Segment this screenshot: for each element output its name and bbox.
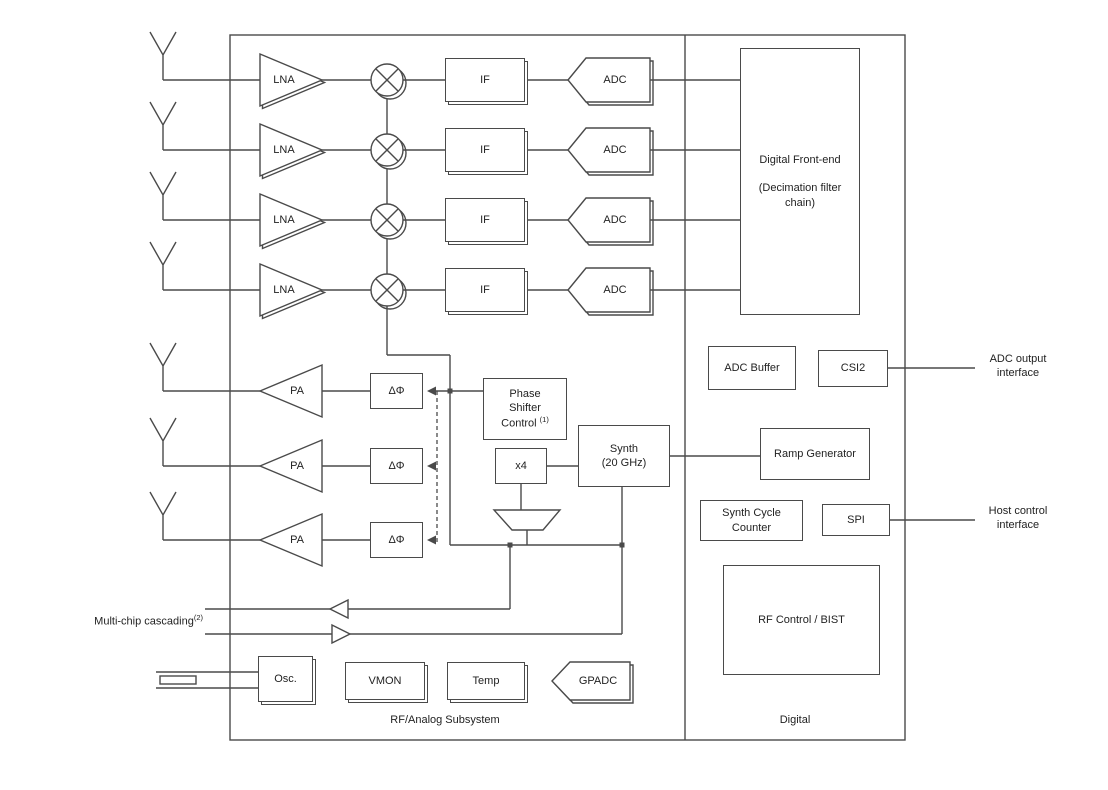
- crystal-icon: [156, 671, 258, 689]
- digital-front-end-text: Digital Front-end (Decimation filter cha…: [741, 153, 859, 210]
- phase-shifter-control-text: Phase Shifter Control (1): [501, 387, 549, 432]
- scc-line1: Synth Cycle: [722, 507, 781, 520]
- lna-label: LNA: [273, 284, 295, 296]
- osc-block: Osc.: [258, 656, 313, 702]
- phase-shifter-control-wires: [427, 386, 483, 545]
- rx-chain-2: [149, 101, 740, 180]
- pa-label: PA: [290, 385, 304, 397]
- dfe-line1: Digital Front-end: [759, 154, 841, 167]
- junction-dot: [507, 542, 513, 548]
- pa-label: PA: [290, 534, 304, 546]
- ramp-generator-block: Ramp Generator: [760, 428, 870, 480]
- mux-trapezoid: [492, 509, 562, 531]
- adc-label: ADC: [603, 144, 627, 156]
- tx-chain-3: [149, 491, 370, 568]
- buffer-in-triangle: [331, 623, 352, 645]
- dfe-line2: (Decimation filter chain): [758, 182, 842, 209]
- pa-label: PA: [290, 460, 304, 472]
- if-block: IF: [445, 268, 525, 312]
- lna-label: LNA: [273, 214, 295, 226]
- adc-label: ADC: [603, 214, 627, 226]
- multi-chip-cascading-superscript: (2): [193, 613, 203, 622]
- synth-line2: (20 GHz): [601, 457, 647, 469]
- antenna-icon: [149, 171, 177, 220]
- digital-caption: Digital: [779, 714, 811, 726]
- rx-chain-1: [149, 31, 740, 110]
- vmon-block: VMON: [345, 662, 425, 700]
- adc-label: ADC: [603, 74, 627, 86]
- cascade-interface: [205, 598, 622, 645]
- antenna-icon: [149, 31, 177, 80]
- lna-triangle: [259, 192, 324, 248]
- phase-shifter-block: ΔΦ: [370, 373, 423, 409]
- synth-block: Synth (20 GHz): [578, 425, 670, 487]
- adc-output-interface-label: ADC output interface: [976, 352, 1060, 381]
- lna-label: LNA: [273, 74, 295, 86]
- psc-line2: Shifter: [509, 402, 541, 415]
- host-control-line1: Host control: [988, 505, 1048, 517]
- if-block: IF: [445, 198, 525, 242]
- adc-output-line1: ADC output: [989, 353, 1047, 365]
- host-control-interface-label: Host control interface: [976, 504, 1060, 533]
- antenna-icon: [149, 101, 177, 150]
- buffer-out-triangle: [328, 598, 349, 620]
- synth-cycle-counter-block: Synth Cycle Counter: [700, 500, 803, 541]
- arrowhead-icon: [427, 535, 436, 545]
- phase-shifter-control-block: Phase Shifter Control (1): [483, 378, 567, 440]
- antenna-icon: [149, 342, 177, 391]
- lna-triangle: [259, 52, 324, 108]
- rf-subsystem-caption: RF/Analog Subsystem: [390, 714, 500, 726]
- antenna-icon: [149, 241, 177, 290]
- scc-line2: Counter: [731, 521, 772, 534]
- lo-distribution: [386, 306, 625, 634]
- tx-chain-1: [149, 342, 370, 419]
- temp-block: Temp: [447, 662, 525, 700]
- psc-line3: Control: [501, 417, 540, 430]
- antenna-icon: [149, 491, 177, 540]
- lna-triangle: [259, 262, 324, 318]
- psc-line1: Phase: [509, 387, 541, 400]
- digital-wires: [670, 367, 975, 521]
- synth-cycle-counter-text: Synth Cycle Counter: [722, 506, 781, 535]
- chip-outline: [229, 34, 906, 741]
- junction-dot: [619, 542, 625, 548]
- if-block: IF: [445, 128, 525, 172]
- digital-front-end-block: Digital Front-end (Decimation filter cha…: [740, 48, 860, 315]
- rf-control-bist-block: RF Control / BIST: [723, 565, 880, 675]
- multi-chip-cascading-label: Multi-chip cascading(2): [55, 613, 203, 629]
- gpadc-pentagon: [551, 661, 634, 704]
- rx-chain-4: [149, 241, 740, 320]
- phase-shifter-block: ΔΦ: [370, 522, 423, 558]
- spi-block: SPI: [822, 504, 890, 536]
- multi-chip-cascading-text: Multi-chip cascading: [94, 615, 194, 628]
- arrowhead-icon: [427, 386, 436, 396]
- csi2-block: CSI2: [818, 350, 888, 387]
- synth-line1: Synth: [609, 442, 639, 455]
- host-control-line2: interface: [996, 519, 1040, 532]
- adc-output-line2: interface: [996, 367, 1040, 380]
- rx-chain-3: [149, 171, 740, 250]
- lna-label: LNA: [273, 144, 295, 156]
- adc-buffer-block: ADC Buffer: [708, 346, 796, 390]
- tx-chain-2: [149, 417, 370, 494]
- gpadc-label: GPADC: [578, 675, 618, 687]
- psc-superscript: (1): [539, 415, 549, 425]
- arrowhead-icon: [427, 461, 436, 471]
- adc-label: ADC: [603, 284, 627, 296]
- x4-multiplier-block: x4: [495, 448, 547, 484]
- synth-text: Synth (20 GHz): [602, 442, 647, 471]
- phase-shifter-block: ΔΦ: [370, 448, 423, 484]
- lna-triangle: [259, 122, 324, 178]
- if-block: IF: [445, 58, 525, 102]
- antenna-icon: [149, 417, 177, 466]
- lo-mux: [492, 465, 578, 545]
